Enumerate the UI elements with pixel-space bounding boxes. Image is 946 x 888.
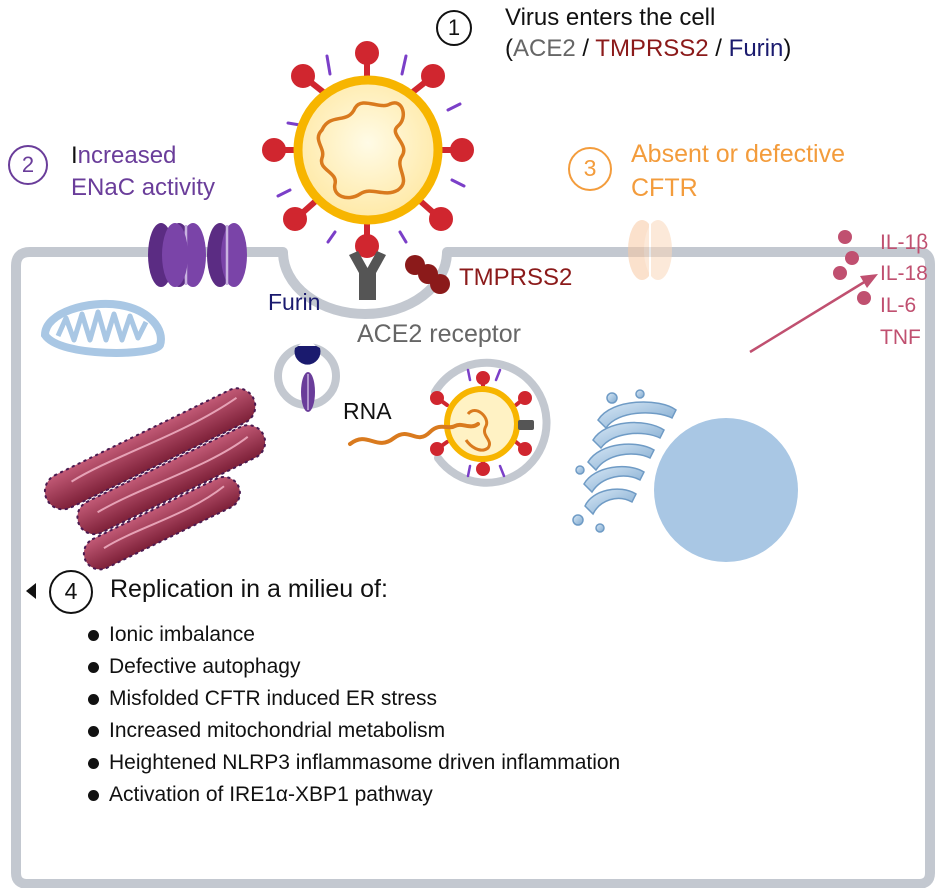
cytokine-il18: IL-18 [880, 262, 928, 285]
ace2-receptor-label: ACE2 receptor [357, 320, 521, 348]
paren-open: ( [505, 35, 513, 62]
endoplasmic-reticulum-icon [43, 387, 267, 571]
cftr-channel-icon [628, 220, 672, 280]
golgi-apparatus-icon [572, 389, 677, 533]
enac-channel-icon [207, 223, 247, 287]
milieu-item: Ionic imbalance [86, 622, 620, 654]
separator: / [575, 35, 596, 62]
milieu-item: Defective autophagy [86, 654, 620, 686]
paren-close: ) [783, 35, 792, 62]
ace2-text: ACE2 [513, 35, 576, 62]
ace2-receptor-icon [349, 251, 386, 300]
endosome-icon [430, 358, 551, 487]
cell-membrane [11, 247, 935, 888]
separator: / [708, 35, 729, 62]
cytokine-il6: IL-6 [880, 294, 917, 317]
mitochondrion-icon [40, 299, 165, 357]
rna-label: RNA [343, 398, 392, 424]
cytokine-tnf: TNF [880, 326, 921, 349]
virus-icon [262, 41, 474, 258]
cytokine-particles-icon [833, 230, 871, 305]
milieu-item: Activation of IRE1α-XBP1 pathway [86, 782, 620, 814]
step-2-line-1: Increased [71, 142, 177, 169]
step-3-line-1: Absent or defective [631, 140, 846, 168]
step-2-line-2: ENaC activity [71, 174, 216, 201]
milieu-item: Increased mitochondrial metabolism [86, 718, 620, 750]
step-4-title: Replication in a milieu of: [110, 575, 388, 603]
milieu-item: Heightened NLRP3 inflammasome driven inf… [86, 750, 620, 782]
milieu-item: Misfolded CFTR induced ER stress [86, 686, 620, 718]
step-2-badge: 2 [8, 145, 48, 185]
furin-text: Furin [728, 35, 784, 62]
step-3-line-2: CFTR [631, 174, 698, 202]
step-1-title: Virus enters the cell [505, 4, 716, 31]
tmprss2-text: TMPRSS2 [595, 35, 709, 62]
furin-vesicle-icon [274, 338, 340, 412]
enac-channel-icon [148, 223, 188, 287]
furin-label: Furin [268, 289, 321, 315]
step-1-badge: 1 [436, 10, 472, 46]
step-4-badge: 4 [49, 570, 93, 614]
step-2-first-letter: I [71, 142, 78, 169]
step-2-word: ncreased [77, 142, 177, 169]
tmprss2-protease-icon [405, 255, 450, 294]
step-3-badge: 3 [568, 147, 612, 191]
step-1-subtitle: (ACE2 / TMPRSS2 / Furin) [505, 35, 792, 62]
tmprss2-label: TMPRSS2 [459, 264, 573, 291]
secretion-arrow-icon [749, 274, 878, 354]
rna-strand [348, 422, 480, 446]
milieu-list: Ionic imbalance Defective autophagy Misf… [86, 622, 620, 814]
cytokine-il1b: IL-1β [880, 231, 929, 254]
nucleus-icon [654, 418, 798, 562]
left-triangle-icon [26, 583, 36, 599]
